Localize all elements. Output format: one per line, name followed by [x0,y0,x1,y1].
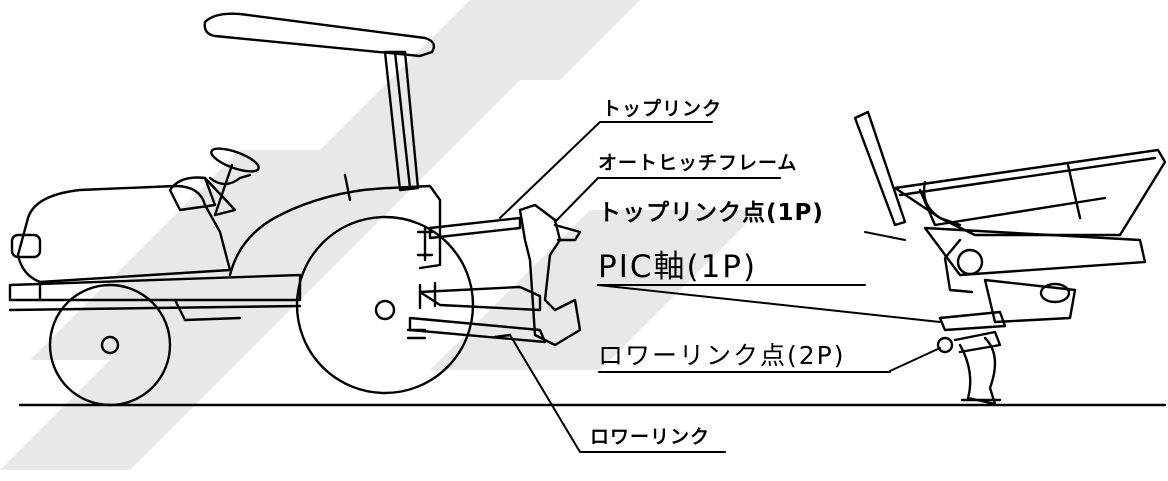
watermark [0,0,760,470]
label-pto-shaft: PIC軸(1P) [598,249,758,285]
pto-shaft [418,285,542,312]
leader-auto-hitch-frame [554,177,781,223]
leader-lower-link-point [889,347,941,372]
auto-hitch-frame [518,203,582,347]
lower-hitch-pin [936,336,954,354]
leader-top-link-point [864,231,906,241]
rear-fender [228,184,442,277]
three-point-linkage [408,203,582,347]
label-lower-link: ロワーリンク [590,426,711,448]
lower-link-bar [408,316,547,344]
leader-lines [499,121,941,453]
label-lower-link-point: ロワーリンク点(2P) [598,341,846,370]
implement-frame [923,226,1147,277]
rops-frame [383,50,420,192]
label-top-link-point: トップリンク点(1P) [598,200,824,226]
top-link-bar [428,216,522,240]
spreader-implement [853,110,1167,406]
seat [168,176,217,212]
leader-lower-link [509,334,726,453]
leader-pto-shaft [597,284,941,323]
canopy-roof [203,12,436,58]
rear-wheel [295,215,475,395]
step [173,298,242,322]
front-wheel [48,283,172,407]
stand-leg [958,336,997,406]
tractor-hood [16,184,232,284]
headlight [10,233,42,259]
tractor [8,12,475,407]
label-top-link: トップリンク [602,98,723,120]
leader-top-link [499,121,713,219]
label-auto-hitch-frame: オートヒッチフレーム [598,152,798,174]
